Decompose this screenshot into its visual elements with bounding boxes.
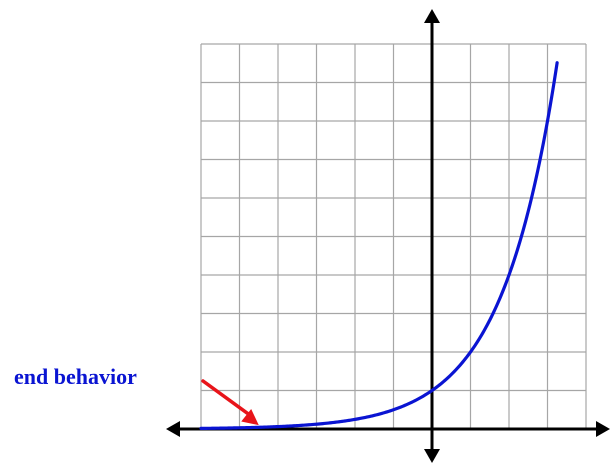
x-axis-left-arrowhead — [166, 421, 180, 437]
axes — [166, 9, 610, 463]
x-axis-right-arrowhead — [596, 421, 610, 437]
y-axis-top-arrowhead — [424, 9, 440, 23]
y-axis-bottom-arrowhead — [424, 449, 440, 463]
annotation-arrow-group — [201, 379, 259, 426]
curve — [199, 61, 559, 430]
annotation-arrow-head — [241, 408, 259, 426]
end-behavior-label: end behavior — [14, 364, 137, 389]
grid — [200, 43, 587, 430]
curve-2-pow-x — [199, 61, 559, 430]
annotation-arrow-shaft — [201, 379, 255, 419]
